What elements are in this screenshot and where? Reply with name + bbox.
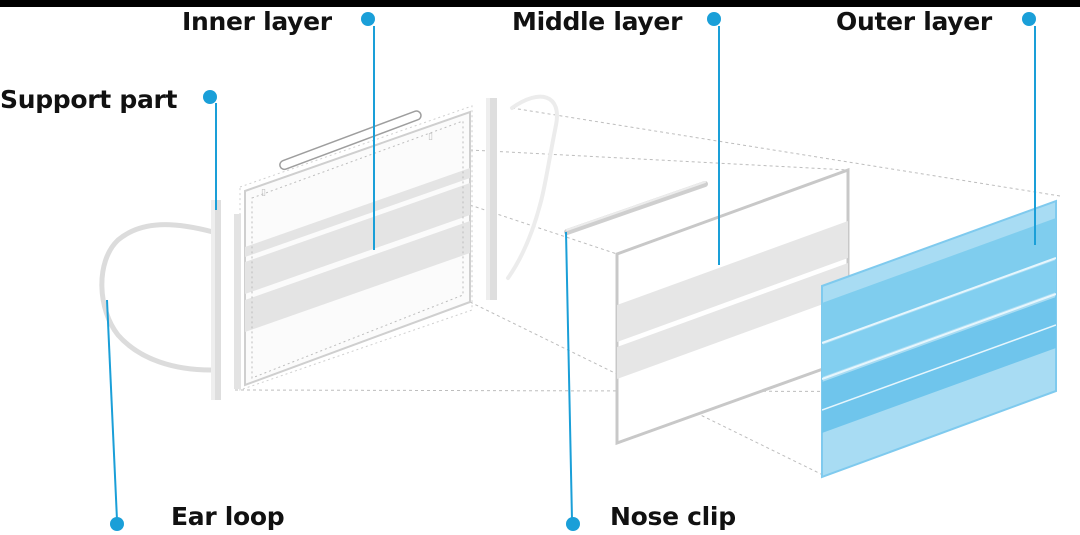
nose-clip bbox=[564, 181, 708, 235]
svg-text:▯: ▯ bbox=[428, 132, 433, 142]
label-nose-clip: Nose clip bbox=[610, 502, 736, 531]
inner-layer-panel: ▯ ▯ bbox=[239, 105, 473, 391]
label-ear-loop: Ear loop bbox=[171, 502, 285, 531]
ear-loop-right bbox=[506, 94, 559, 280]
label-middle-layer: Middle layer bbox=[512, 7, 683, 36]
label-inner-layer: Inner layer bbox=[182, 7, 332, 36]
ear-loop-left bbox=[99, 222, 216, 373]
label-support-part: Support part bbox=[0, 85, 178, 114]
outer-layer-panel bbox=[821, 199, 1057, 479]
svg-text:▯: ▯ bbox=[261, 188, 266, 198]
callout-lines bbox=[106, 26, 1036, 521]
middle-layer-panel bbox=[615, 167, 850, 446]
support-part bbox=[211, 98, 497, 400]
label-outer-layer: Outer layer bbox=[836, 7, 992, 36]
callout-pins bbox=[110, 12, 1036, 531]
top-bar bbox=[0, 0, 1080, 7]
